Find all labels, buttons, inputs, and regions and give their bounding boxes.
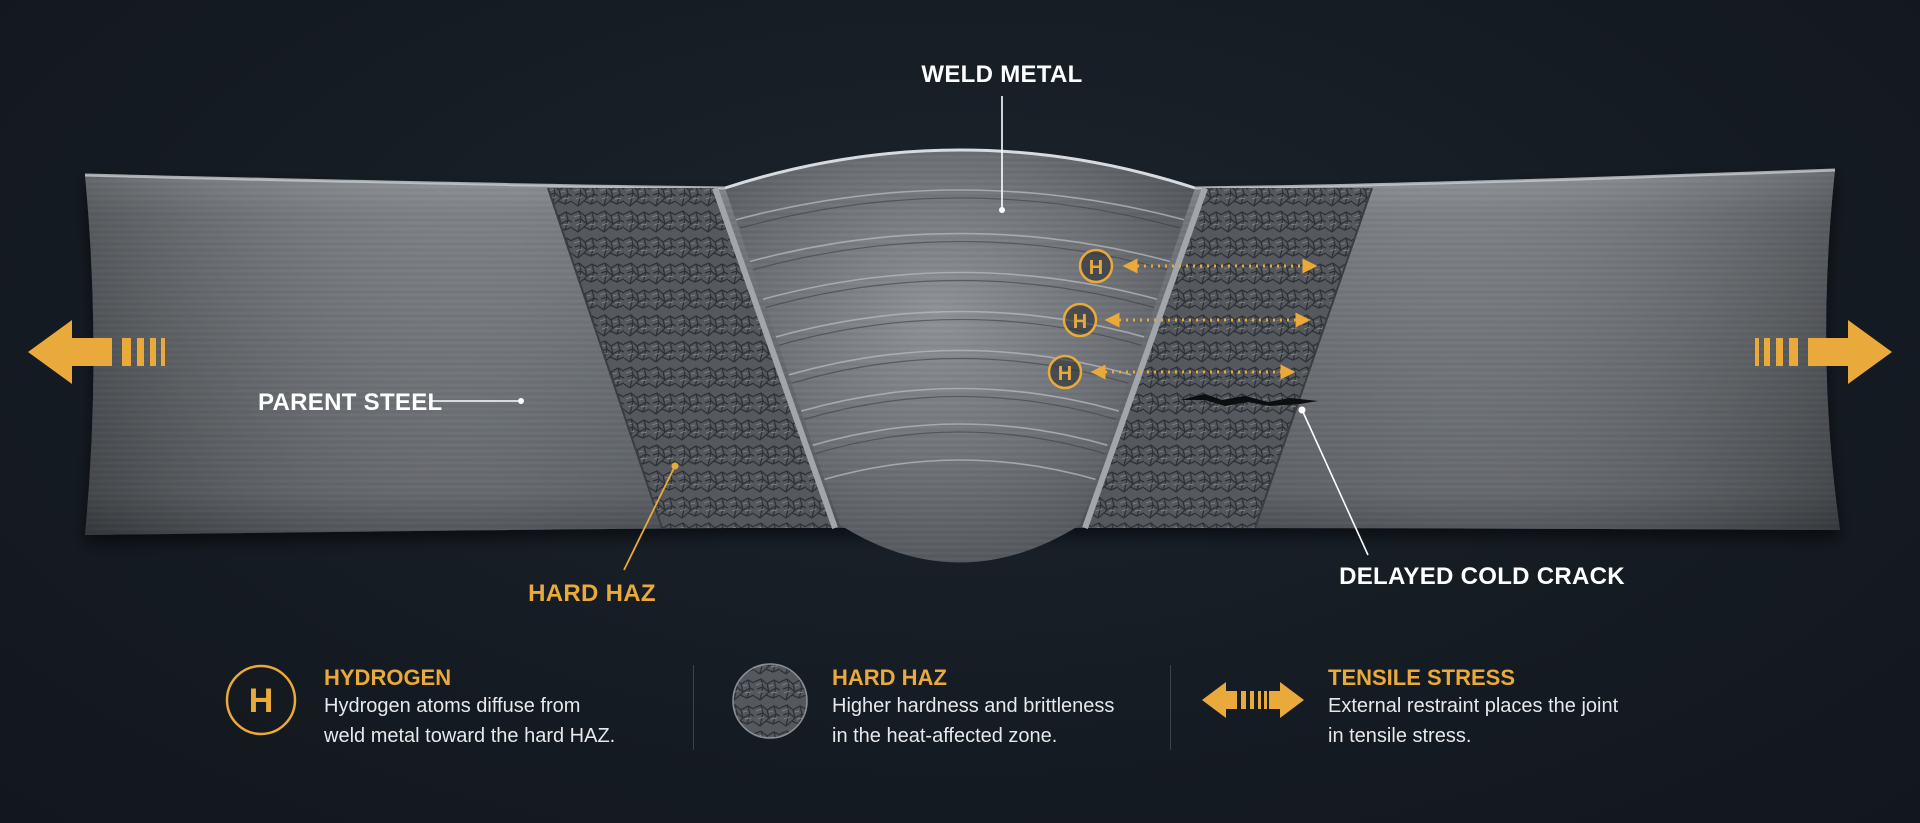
leader-weld-metal	[999, 96, 1005, 213]
legend-divider-2	[1170, 665, 1171, 750]
svg-text:H: H	[1073, 311, 1087, 333]
leader-cold-crack	[1298, 406, 1369, 556]
haz-left	[548, 188, 835, 528]
legend-hydrogen-icon: H	[225, 664, 297, 736]
leader-parent-steel	[432, 398, 524, 404]
hydrogen-atom-3: H	[1047, 354, 1083, 390]
label-weld-metal: WELD METAL	[921, 61, 1082, 88]
legend-hard-haz-description: Higher hardness and brittleness in the h…	[832, 695, 1115, 747]
legend-hydrogen-description: Hydrogen atoms diffuse from weld metal t…	[324, 695, 616, 747]
legend-tensile-stress: TENSILE STRESS External restraint places…	[1328, 655, 1728, 755]
tensile-arrow-left	[28, 320, 165, 384]
hydrogen-diffusion-arrows	[1090, 258, 1318, 380]
svg-text:H: H	[249, 682, 274, 720]
svg-text:H: H	[1058, 363, 1072, 385]
legend-hydrogen: HYDROGEN Hydrogen atoms diffuse from wel…	[324, 655, 684, 755]
svg-text:H: H	[1089, 257, 1103, 279]
cold-crack	[1180, 394, 1318, 406]
legend-haz-grain-icon	[732, 663, 808, 739]
legend-hard-haz-title: HARD HAZ	[832, 665, 947, 690]
legend-divider-1	[693, 665, 694, 750]
weld-metal-bead	[724, 148, 1196, 563]
hydrogen-atom-2: H	[1062, 302, 1098, 338]
label-delayed-cold-crack: DELAYED COLD CRACK	[1339, 563, 1625, 590]
label-parent-steel: PARENT STEEL	[258, 389, 443, 416]
label-hard-haz: HARD HAZ	[528, 580, 656, 607]
legend-hard-haz: HARD HAZ Higher hardness and brittleness…	[832, 655, 1192, 755]
hydrogen-atom-1: H	[1078, 248, 1114, 284]
legend-tensile-stress-description: External restraint places the joint in t…	[1328, 695, 1619, 747]
legend-tensile-stress-title: TENSILE STRESS	[1328, 665, 1516, 690]
legend-hydrogen-title: HYDROGEN	[324, 665, 452, 690]
leader-hard-haz	[623, 462, 679, 571]
tensile-arrow-right	[1755, 320, 1892, 384]
legend-tensile-arrow-icon	[1202, 682, 1304, 718]
